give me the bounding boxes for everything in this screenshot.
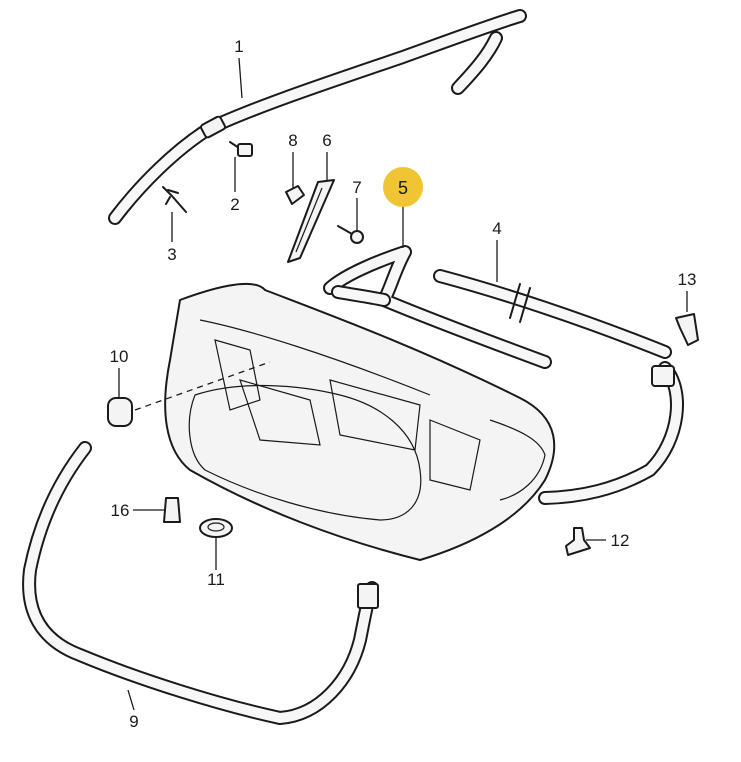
callout-9: 9 [129,712,138,731]
callout-6: 6 [322,131,331,150]
door-edge-seal-right [538,361,684,505]
callout-4: 4 [492,219,501,238]
part-11-grommet [199,518,233,538]
callout-5-highlight [383,167,423,207]
part-6-guide-rail [287,179,335,263]
part-3-clip [162,186,187,213]
door-inner-panel [164,283,556,561]
callout-2: 2 [230,195,239,214]
callout-7: 7 [352,178,361,197]
part-2-bolt [229,141,253,157]
part-1-window-frame-seal [108,9,527,225]
callout-8: 8 [288,131,297,150]
callout-5: 5 [398,178,408,198]
callout-1: 1 [234,37,243,56]
part-10-plug [107,397,133,427]
callout-3: 3 [167,245,176,264]
part-8-bracket [285,185,305,205]
part-12-fastener [565,527,591,556]
part-4-belt-seal [433,269,672,359]
callout-11: 11 [207,570,225,589]
part-13-clip [675,313,699,346]
leader-1 [238,57,243,99]
part-10-install-line [134,361,271,411]
callout-12: 12 [611,531,630,550]
callout-10: 10 [110,347,129,366]
callout-13: 13 [678,270,697,289]
part-7-screw [337,225,364,244]
leader-9 [127,689,135,711]
callout-16: 16 [111,501,130,520]
part-5-triangle-seal [323,245,552,369]
part-16-clip [163,497,181,523]
part-9-lower-door-seal [22,441,379,725]
